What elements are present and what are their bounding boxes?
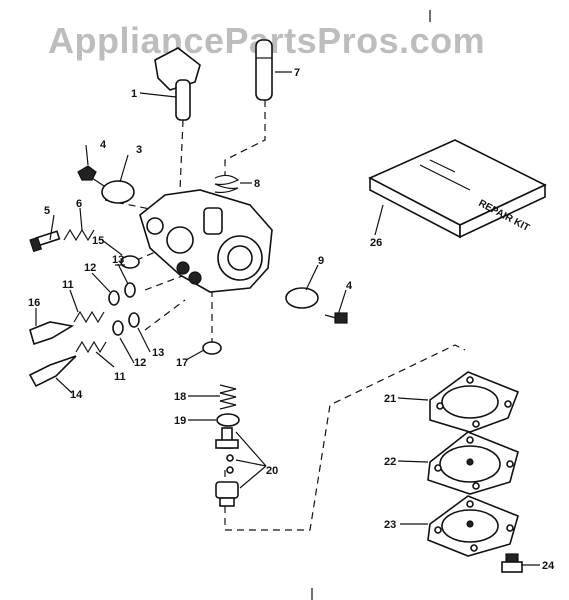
ring-13-top [124, 282, 136, 298]
throttle-plate [101, 180, 135, 204]
repair-kit-box: REPAIR KIT [368, 139, 547, 239]
spring-18 [219, 384, 237, 410]
spring-11-bottom [75, 340, 107, 354]
spring-6 [63, 228, 95, 242]
label-21: 21 [384, 393, 396, 405]
cup-plug [202, 341, 222, 355]
label-22: 22 [384, 456, 396, 468]
connector-1 [179, 119, 184, 191]
label-17: 17 [176, 357, 188, 369]
gasket-21 [429, 371, 520, 433]
label-13-top: 13 [112, 254, 124, 266]
label-16: 16 [28, 297, 40, 309]
connector-13 [144, 299, 186, 331]
label-12-bottom: 12 [134, 357, 146, 369]
carburetor-body [139, 189, 273, 293]
connector-7 [224, 100, 266, 175]
diaphragm-23 [427, 495, 519, 557]
connector-diaphragm [224, 344, 466, 531]
label-3: 3 [136, 144, 142, 156]
connector-3 [104, 199, 156, 211]
screw-4-top [77, 165, 105, 187]
needle-14 [28, 355, 77, 388]
label-12-top: 12 [84, 262, 96, 274]
valve-20 [215, 427, 239, 507]
label-7: 7 [294, 67, 300, 79]
leader-lines [35, 71, 540, 566]
ring-13-bottom [128, 312, 140, 328]
label-4-top: 4 [100, 139, 107, 151]
label-15: 15 [92, 235, 104, 247]
label-6: 6 [76, 198, 82, 210]
label-11-top: 11 [62, 279, 74, 291]
label-23: 23 [384, 519, 396, 531]
welch-plug [120, 255, 140, 269]
label-14: 14 [70, 389, 83, 401]
screw-4-right [324, 312, 348, 324]
label-8-top: 8 [254, 178, 260, 190]
label-13-bottom: 13 [152, 347, 164, 359]
label-18: 18 [174, 391, 186, 403]
label-9: 9 [318, 255, 324, 267]
label-19: 19 [174, 415, 186, 427]
label-11-bottom: 11 [114, 371, 126, 383]
spring-11-top [73, 310, 105, 324]
screw-24 [501, 553, 523, 573]
label-26: 26 [370, 237, 382, 249]
connector-12 [144, 274, 186, 291]
needle-16 [29, 321, 75, 346]
washer-12-top [108, 290, 120, 306]
label-1: 1 [131, 88, 137, 100]
washer-12-bottom [112, 320, 124, 336]
choke-plate [285, 287, 319, 309]
diaphragm-22 [427, 431, 519, 495]
choke-shaft [255, 39, 273, 101]
throttle-shaft [154, 47, 201, 121]
washer-19 [216, 413, 240, 427]
label-4-right: 4 [346, 280, 353, 292]
label-24: 24 [542, 560, 555, 572]
label-20: 20 [266, 465, 278, 477]
screw-5 [29, 230, 61, 253]
spring-8 [214, 174, 240, 194]
label-5: 5 [44, 205, 50, 217]
